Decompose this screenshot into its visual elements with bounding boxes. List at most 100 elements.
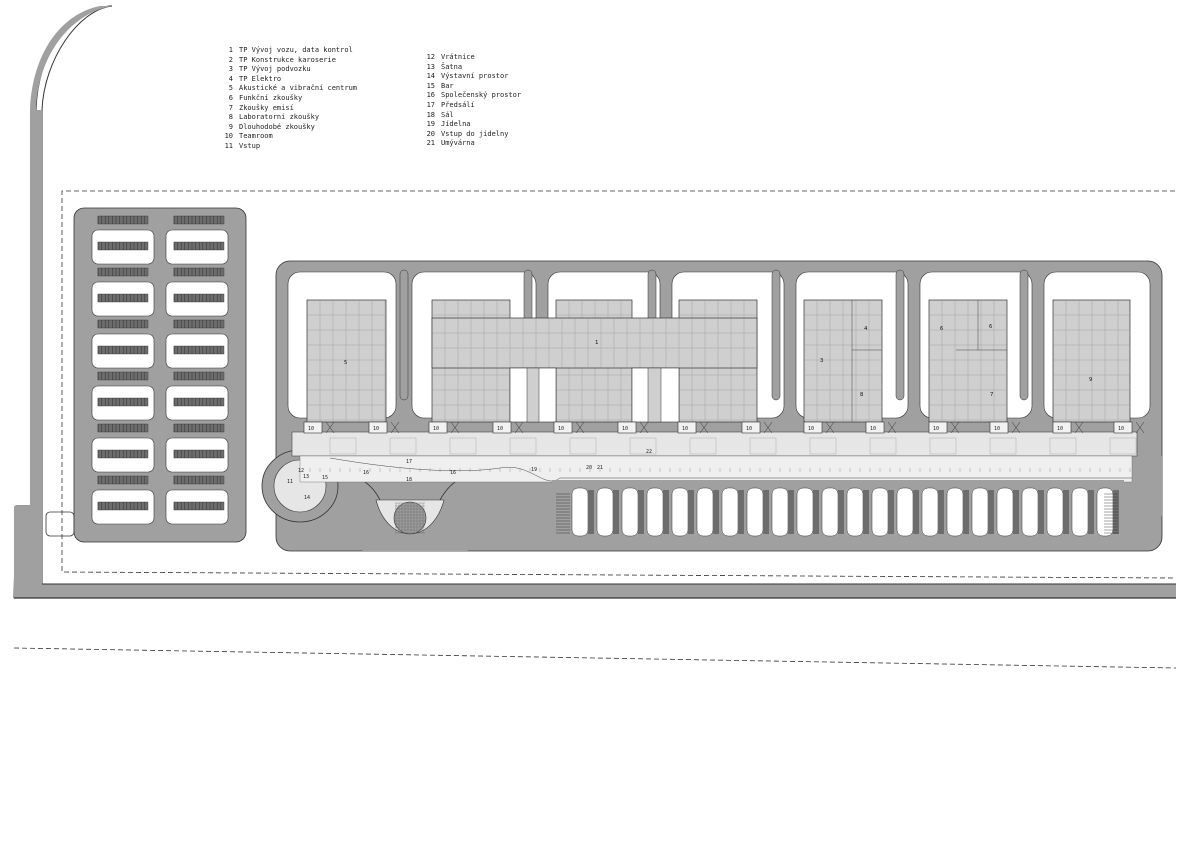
legend-item: 1 TP Vývoj vozu, data kontrol <box>218 46 357 56</box>
legend-text: Umývárna <box>441 139 475 148</box>
label-hall-1: 1 <box>595 340 598 346</box>
halls <box>306 299 1131 423</box>
legend-number: 9 <box>228 122 233 131</box>
legend-text: TP Vývoj vozu, data kontrol <box>239 46 353 54</box>
legend-item: 3 TP Vývoj podvozku <box>218 65 357 75</box>
parking-bays <box>97 501 149 511</box>
parking-island <box>571 487 589 537</box>
svg-text:10: 10 <box>746 426 752 432</box>
parking-island <box>771 487 789 537</box>
parking-island <box>1046 487 1064 537</box>
label-auditorium: 18 <box>406 477 412 483</box>
parking-island <box>796 487 814 537</box>
parking-island <box>746 487 764 537</box>
legend-item: 17 Předsálí <box>420 101 521 111</box>
teamroom: 10 <box>617 421 649 434</box>
legend-text: TP Elektro <box>239 74 282 83</box>
svg-text:10: 10 <box>870 426 876 432</box>
label-cloakroom: 13 <box>303 474 309 480</box>
svg-text:10: 10 <box>1057 426 1063 432</box>
legend-number: 17 <box>426 100 435 109</box>
site-boundary <box>13 190 1177 669</box>
label-social-1: 16 <box>363 470 369 476</box>
label-canteen: 19 <box>531 467 537 473</box>
legend-text: Zkoušky emisí <box>239 103 294 112</box>
parking-bays <box>97 215 149 225</box>
teamroom: 10 <box>677 421 709 434</box>
legend-item: 9 Dlouhodobé zkoušky <box>218 123 357 133</box>
legend-item: 4 TP Elektro <box>218 75 357 85</box>
legend-number: 6 <box>228 93 233 102</box>
teamroom: 10 <box>303 421 335 434</box>
legend-text: Teamroom <box>239 132 273 141</box>
legend-item: 10 Teamroom <box>218 132 357 142</box>
parking-bays <box>173 241 225 251</box>
label-hall-6b: 6 <box>989 324 992 330</box>
parking-bays <box>97 423 149 433</box>
teamroom: 10 <box>865 421 897 434</box>
parking-island <box>896 487 914 537</box>
parking-bays <box>97 319 149 329</box>
legend-number: 3 <box>228 65 233 74</box>
access-road <box>13 5 1176 599</box>
legend-number: 20 <box>426 129 435 138</box>
legend-text: Bar <box>441 81 454 90</box>
legend-text: Vstup <box>239 141 261 150</box>
parking-bays <box>173 345 225 355</box>
svg-text:10: 10 <box>433 426 439 432</box>
legend-text: TP Konstrukce karoserie <box>239 55 336 64</box>
parking-bays <box>173 293 225 303</box>
legend-number: 8 <box>228 113 233 122</box>
parking-bays <box>173 215 225 225</box>
label-hall-7: 7 <box>990 392 993 398</box>
label-bar: 15 <box>322 475 328 481</box>
hall-6-7 <box>928 299 1008 423</box>
legend-number: 10 <box>224 132 233 141</box>
legend-text: Dlouhodobé zkoušky <box>239 122 315 131</box>
legend-text: Laboratorní zkoušky <box>239 113 320 122</box>
teamroom: 10 <box>928 421 960 434</box>
parking-island <box>646 487 664 537</box>
parking-island <box>846 487 864 537</box>
teamroom: 10 <box>741 421 773 434</box>
legend-text: Předsálí <box>441 100 475 109</box>
svg-text:10: 10 <box>933 426 939 432</box>
hall-9 <box>1052 299 1131 423</box>
teamroom: 10 <box>1113 421 1145 434</box>
parking-island <box>696 487 714 537</box>
label-washroom: 21 <box>597 465 603 471</box>
legend-number: 4 <box>228 74 233 83</box>
legend-number: 7 <box>228 103 233 112</box>
legend-number: 13 <box>426 62 435 71</box>
label-hall-2: 8 <box>860 392 863 398</box>
parking-bays <box>173 501 225 511</box>
svg-text:10: 10 <box>373 426 379 432</box>
parking-lot-west <box>73 207 247 543</box>
legend-number: 1 <box>228 46 233 54</box>
legend-item: 8 Laboratorní zkoušky <box>218 113 357 123</box>
parking-bays <box>97 449 149 459</box>
legend-number: 19 <box>426 120 435 129</box>
parking-bays <box>173 267 225 277</box>
room-labels: 1 5 3 4 8 6 6 7 9 22 17 18 16 16 19 20 2… <box>287 324 1092 501</box>
label-social-2: 16 <box>450 470 456 476</box>
svg-text:10: 10 <box>1118 426 1124 432</box>
parking-island <box>946 487 964 537</box>
legend-text: TP Vývoj podvozku <box>239 65 311 74</box>
parking-bays <box>97 267 149 277</box>
label-entrance: 11 <box>287 479 293 485</box>
label-hall-4: 4 <box>864 326 868 332</box>
label-hall-6: 6 <box>940 326 943 332</box>
label-hall-3: 3 <box>820 358 823 364</box>
teamroom: 10 <box>553 421 585 434</box>
